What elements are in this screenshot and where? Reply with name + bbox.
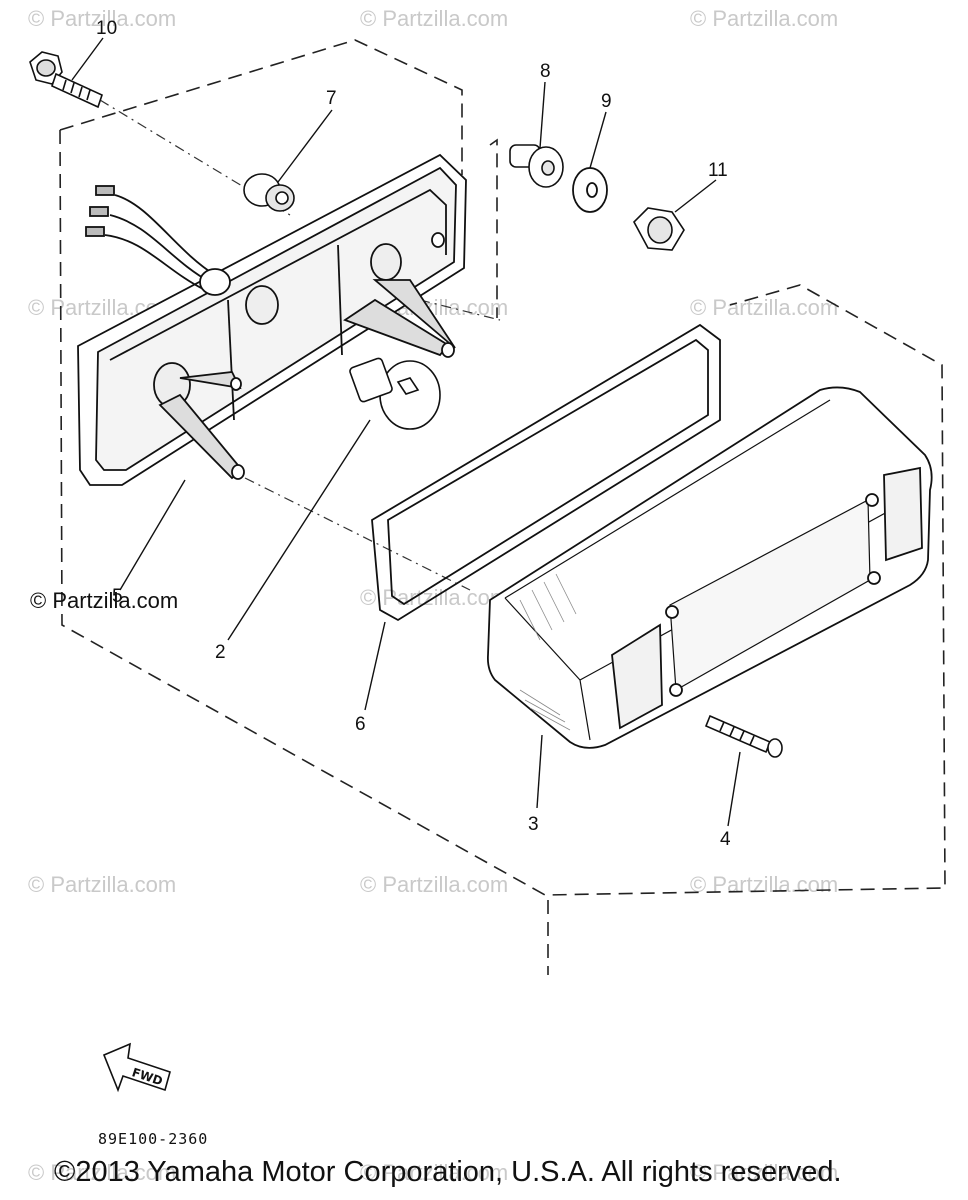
bulb-part-2 bbox=[349, 357, 441, 430]
nut-part-11 bbox=[633, 207, 685, 251]
callout-numbers: 10 7 8 9 11 5 2 6 3 4 bbox=[96, 18, 731, 850]
lamp-housing-part-5 bbox=[77, 153, 467, 486]
gasket-part-6 bbox=[371, 323, 721, 622]
callout-number: 3 bbox=[528, 814, 539, 835]
callout-number: 10 bbox=[96, 18, 117, 39]
grommet-part-7 bbox=[243, 173, 295, 212]
callout-number: 4 bbox=[720, 829, 731, 850]
callout-number: 6 bbox=[355, 714, 366, 735]
diagram-code: 89E100-2360 bbox=[98, 1130, 209, 1148]
partzilla-credit: © Partzilla.com bbox=[30, 588, 179, 613]
watermark: © Partzilla.com bbox=[28, 872, 176, 897]
watermark: © Partzilla.com bbox=[690, 872, 838, 897]
leader-lines bbox=[71, 37, 741, 827]
watermark: © Partzilla.com bbox=[28, 1160, 176, 1185]
watermark: © Partzilla.com bbox=[360, 6, 508, 31]
screw-part-4 bbox=[704, 714, 783, 758]
watermark: © Partzilla.com bbox=[360, 872, 508, 897]
callout-number: 9 bbox=[601, 91, 612, 112]
collar-part-8 bbox=[509, 144, 564, 188]
assembly-boundary bbox=[59, 39, 946, 975]
callout-number: 11 bbox=[708, 160, 728, 181]
watermark: © Partzilla.com bbox=[28, 6, 176, 31]
bolt-part-10 bbox=[29, 51, 103, 109]
watermark: © Partzilla.com bbox=[690, 6, 838, 31]
copyright-notice: ©2013 Yamaha Motor Corporation, U.S.A. A… bbox=[54, 1156, 842, 1188]
lens-part-3 bbox=[486, 386, 933, 749]
callout-number: 2 bbox=[215, 642, 226, 663]
callout-number: 5 bbox=[112, 586, 123, 607]
watermark: © Partzilla.com bbox=[690, 1160, 838, 1185]
callout-number: 8 bbox=[540, 61, 551, 82]
watermark: © Partzilla.com bbox=[690, 295, 838, 320]
washer-part-9 bbox=[572, 167, 608, 213]
callout-number: 7 bbox=[326, 88, 337, 109]
forward-arrow-icon: FWD bbox=[102, 1042, 171, 1093]
watermark: © Partzilla.com bbox=[360, 1160, 508, 1185]
